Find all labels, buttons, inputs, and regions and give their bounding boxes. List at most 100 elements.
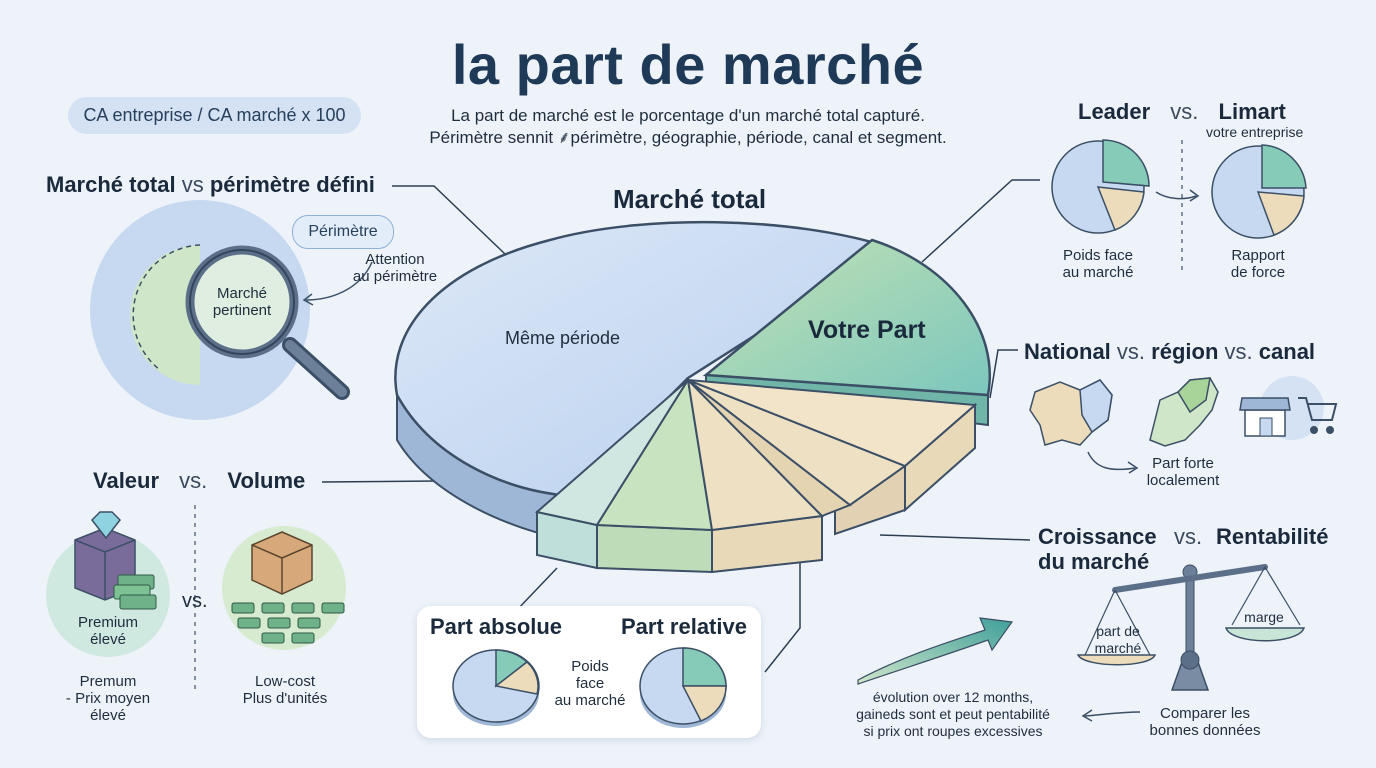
croissance-heading-line-1: Croissance <box>1038 524 1157 549</box>
attention-line-1: Attention <box>365 251 425 268</box>
absolute-pie-icon <box>452 649 540 726</box>
volume-heading: Volume <box>227 468 306 493</box>
poids-line-3: au marché <box>554 692 626 709</box>
compare-label: Comparer les bonnes données <box>1140 705 1270 739</box>
page-title: la part de marché <box>451 33 925 96</box>
leader-pie-icon <box>1051 139 1150 234</box>
poids-label: Poids face au marché <box>545 658 635 709</box>
national-heading-a: National <box>1024 339 1111 364</box>
perimetre-heading-b: périmètre défini <box>209 172 375 197</box>
lens-line-2: pertinent <box>212 302 272 319</box>
left-pan-line-2: marché <box>1094 640 1142 656</box>
cash-stack-icon <box>113 574 157 610</box>
croissance-heading: Croissance du marché <box>1038 524 1157 574</box>
leader-left-line-1: Poids face <box>1062 247 1134 264</box>
perimetre-heading: Marché total vs périmètre défini <box>46 172 375 198</box>
evolution-line-1: évolution over 12 months, <box>872 689 1034 705</box>
premium-caption-line-3: élevé <box>90 707 126 724</box>
national-heading: National vs. région vs. canal <box>1024 339 1315 365</box>
growth-arrow-icon <box>857 617 1014 685</box>
rentabilite-heading: Rentabilité <box>1216 524 1329 549</box>
evolution-label: évolution over 12 months, gaineds sont e… <box>828 689 1078 740</box>
lens-label: Marché pertinent <box>192 285 292 319</box>
national-heading-c: canal <box>1258 339 1316 364</box>
perimetre-pill: Périmètre <box>292 215 394 249</box>
lowcost-illustration <box>222 526 346 650</box>
national-caption-line-2: localement <box>1146 472 1220 489</box>
leader-left-caption: Poids face au marché <box>1048 247 1148 281</box>
lowcost-caption-line-2: Plus d'unités <box>242 690 328 707</box>
premium-circle-line-1: Premium <box>77 614 138 631</box>
croissance-heading-vs: vs. <box>1174 524 1202 550</box>
leader-right-line-2: de force <box>1230 264 1286 281</box>
part-absolue-label: Part absolue <box>430 614 563 639</box>
national-caption-line-1: Part forte <box>1152 455 1214 472</box>
national-heading-vs2: vs. <box>1224 339 1253 364</box>
premium-caption: Premum - Prix moyen élevé <box>48 673 168 724</box>
croissance-vs: vs. <box>1174 524 1203 549</box>
lowcost-caption-line-1: Low-cost <box>254 673 316 690</box>
croissance-heading-line-2: du marché <box>1038 549 1150 574</box>
perimetre-heading-vs: vs <box>181 172 204 197</box>
perimetre-heading-a: Marché total <box>46 172 176 197</box>
formula-badge: CA entreprise / CA marché x 100 <box>68 97 361 134</box>
premium-caption-line-2: - Prix moyen <box>65 690 151 707</box>
leader-heading-sub: votre entreprise <box>1206 124 1304 140</box>
poids-line-2: face <box>575 675 605 692</box>
left-pan-line-1: part de <box>1096 623 1140 639</box>
leader-heading-b: Limart <box>1218 99 1286 124</box>
leader-heading: Leader vs. Limart <box>1078 99 1286 125</box>
compare-line-2: bonnes données <box>1149 722 1261 739</box>
national-heading-b: région <box>1151 339 1219 364</box>
subtitle-line-2: Périmètre sennit ⸙périmètre, géographie,… <box>429 128 947 147</box>
premium-illustration <box>46 511 170 657</box>
valeur-heading: Valeur <box>93 468 160 493</box>
subtitle: La part de marché est le porcentage d'un… <box>400 105 976 149</box>
right-pan-label: marge <box>1244 609 1284 625</box>
magnifier-icon <box>185 245 350 400</box>
evolution-line-2: gaineds sont et peut pentabilité <box>856 706 1050 722</box>
part-relative-label: Part relative <box>621 614 747 639</box>
evolution-line-3: si prix ont roupes excessives <box>863 723 1043 739</box>
attention-label: Attention au périmètre <box>340 251 450 285</box>
cash-grid-icon <box>231 602 345 644</box>
premium-circle-line-2: élevé <box>90 631 126 648</box>
relative-pie-icon <box>639 647 727 728</box>
poids-line-1: Poids <box>571 658 609 675</box>
leader-right-line-1: Rapport <box>1231 247 1285 264</box>
leader-left-line-2: au marché <box>1062 264 1134 281</box>
cart-icon <box>1298 397 1338 434</box>
national-caption: Part forte localement <box>1128 455 1238 489</box>
leader-heading-a: Leader <box>1078 99 1151 124</box>
valeur-volume-mid-vs: vs. <box>182 590 208 612</box>
leader-heading-vs: vs. <box>1170 99 1199 124</box>
diamond-icon <box>91 511 121 540</box>
national-map-icon <box>1029 379 1113 446</box>
valeur-volume-heading: Valeur vs. Volume <box>93 468 305 494</box>
premium-caption-line-1: Premum <box>79 673 137 690</box>
card-pies <box>452 647 727 728</box>
valeur-volume-vs: vs. <box>179 468 208 493</box>
national-heading-vs1: vs. <box>1116 339 1146 364</box>
balance-scale-icon <box>1076 564 1306 691</box>
pie-label-share: Votre Part <box>808 316 926 344</box>
box-icon <box>251 531 313 595</box>
premium-circle-label: Premium élevé <box>58 614 158 648</box>
connector-lines <box>321 179 1040 673</box>
limart-pie-icon <box>1211 144 1307 239</box>
absolute-relative-card: Part absolue Part relative Poids face au… <box>417 606 761 738</box>
attention-line-2: au périmètre <box>352 268 438 285</box>
main-pie-chart <box>394 220 991 574</box>
subtitle-line-1: La part de marché est le porcentage d'un… <box>451 106 925 125</box>
pie-label-period: Même période <box>505 328 621 348</box>
store-icon <box>1239 397 1291 437</box>
pie-label-total: Marché total <box>613 184 767 214</box>
left-pan-label: part de marché <box>1078 623 1158 657</box>
leader-right-caption: Rapport de force <box>1208 247 1308 281</box>
lowcost-caption: Low-cost Plus d'unités <box>225 673 345 707</box>
lens-line-1: Marché <box>216 285 268 302</box>
region-map-icon <box>1149 377 1219 447</box>
attention-arrow <box>305 261 373 301</box>
compare-line-1: Comparer les <box>1159 705 1251 722</box>
